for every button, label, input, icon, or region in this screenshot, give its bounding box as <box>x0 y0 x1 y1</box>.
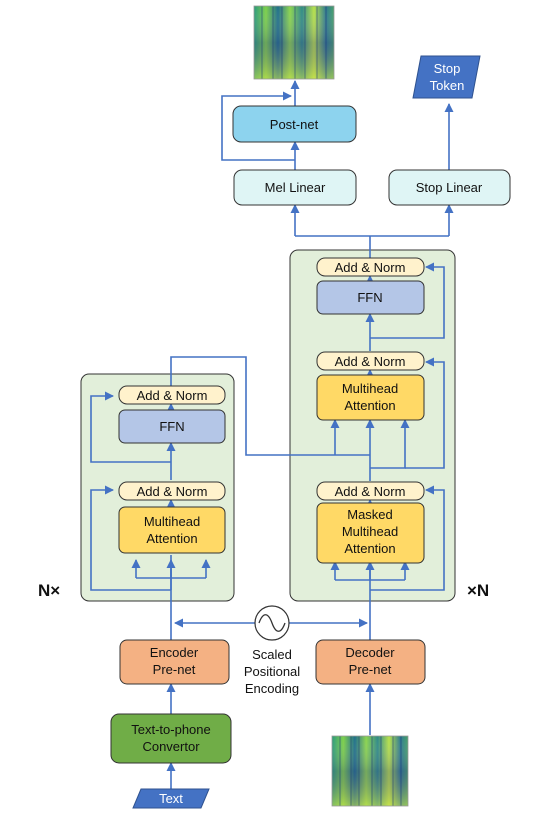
stop-token-shape <box>412 55 481 99</box>
connectors <box>90 80 454 789</box>
encoder-prenet-line2: Pre-net <box>153 662 196 677</box>
decoder-attention-line2: Attention <box>344 398 395 413</box>
text-input-shape <box>132 788 210 809</box>
text-to-phone-line1: Text-to-phone <box>131 722 211 737</box>
positional-encoding-line3: Encoding <box>245 681 299 696</box>
decoder-add-norm-mid-label: Add & Norm <box>335 354 406 369</box>
decoder-masked-line2: Multihead <box>342 524 398 539</box>
decoder-ffn <box>316 280 425 315</box>
decoder-add-norm-bottom <box>316 481 425 501</box>
encoder-repeat-label: N× <box>38 581 60 600</box>
decoder-ffn-label: FFN <box>357 290 382 305</box>
stop-token-line2: Token <box>430 78 465 93</box>
decoder-multihead-attention <box>316 374 425 421</box>
positional-encoding-line1: Scaled <box>252 647 292 662</box>
decoder-attention-line1: Multihead <box>342 381 398 396</box>
decoder-masked-line3: Attention <box>344 541 395 556</box>
post-net <box>232 105 357 143</box>
encoder-multihead-attention <box>118 506 226 554</box>
decoder-add-norm-top <box>316 257 425 277</box>
encoder-add-norm-top <box>118 385 226 405</box>
encoder-add-norm-bottom-label: Add & Norm <box>137 484 208 499</box>
decoder-repeat-label: ×N <box>467 581 489 600</box>
encoder-add-norm-top-label: Add & Norm <box>137 388 208 403</box>
post-net-label: Post-net <box>270 117 319 132</box>
mel-linear-label: Mel Linear <box>265 180 326 195</box>
encoder-add-norm-bottom <box>118 481 226 501</box>
sine-wave-icon <box>254 605 290 641</box>
decoder-prenet <box>315 639 426 685</box>
decoder-add-norm-bottom-label: Add & Norm <box>335 484 406 499</box>
encoder-attention-line1: Multihead <box>144 514 200 529</box>
decoder-add-norm-top-label: Add & Norm <box>335 260 406 275</box>
output-spectrogram-image <box>253 5 335 80</box>
mel-linear <box>233 169 357 206</box>
encoder-prenet-line1: Encoder <box>150 645 199 660</box>
input-spectrogram-image <box>331 735 409 807</box>
encoder-ffn-label: FFN <box>159 419 184 434</box>
positional-encoding-line2: Positional <box>244 664 300 679</box>
decoder-prenet-line2: Pre-net <box>349 662 392 677</box>
stop-linear-label: Stop Linear <box>416 180 483 195</box>
text-input-label: Text <box>159 791 183 806</box>
decoder-masked-multihead-attention <box>316 502 425 564</box>
encoder-prenet <box>119 639 230 685</box>
encoder-attention-line2: Attention <box>146 531 197 546</box>
stop-linear <box>388 169 511 206</box>
encoder-ffn <box>118 409 226 444</box>
decoder-masked-line1: Masked <box>347 507 393 522</box>
text-to-phone-line2: Convertor <box>142 739 200 754</box>
decoder-add-norm-mid <box>316 351 425 371</box>
decoder-prenet-line1: Decoder <box>345 645 395 660</box>
stop-token-line1: Stop <box>434 61 461 76</box>
text-to-phone-convertor <box>110 713 232 764</box>
